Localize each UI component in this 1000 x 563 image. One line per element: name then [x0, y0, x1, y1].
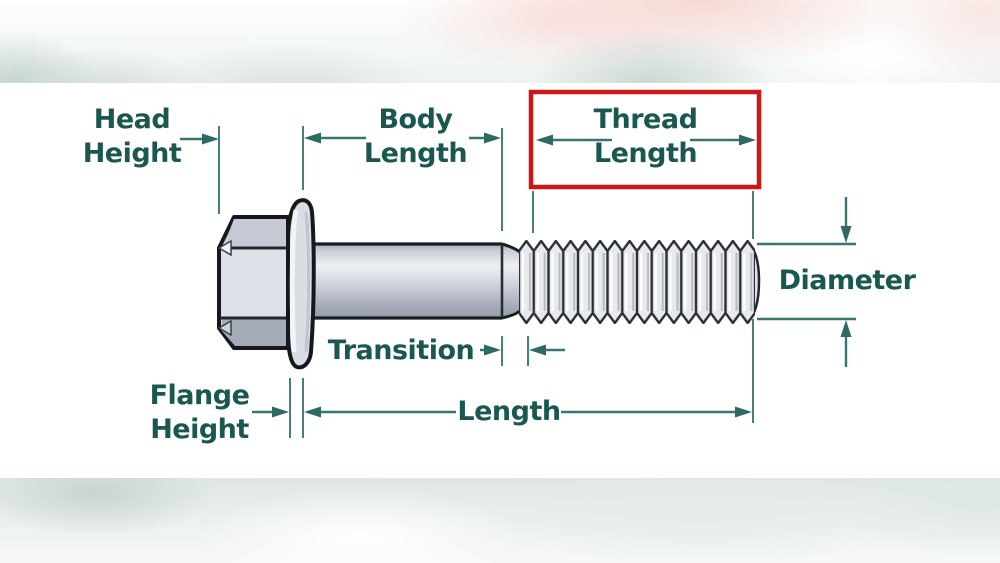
bolt-transition-zone	[500, 242, 523, 320]
head-height-line2: Height	[82, 138, 182, 169]
transition-label: Transition	[327, 335, 475, 366]
top-blur-banner	[0, 0, 1000, 83]
thread-length-label: Thread Length	[568, 103, 723, 171]
dimension-lines	[180, 136, 856, 414]
bolt-threads	[519, 240, 755, 324]
thread-length-highlight-box	[528, 89, 762, 190]
extension-lines	[218, 126, 754, 438]
body-length-label: Body Length	[338, 103, 493, 171]
body-length-line1: Body	[378, 104, 453, 135]
thread-length-line1: Thread	[593, 104, 698, 135]
bolt-hex-head	[217, 215, 290, 350]
flange-height-line1: Flange	[149, 380, 250, 411]
flange-height-label: Flange Height	[122, 379, 277, 447]
body-length-line2: Length	[363, 138, 468, 169]
head-height-line1: Head	[93, 104, 171, 135]
diameter-leader-lines	[757, 197, 856, 367]
bolt-body	[306, 242, 502, 320]
bolt-illustration	[217, 215, 761, 350]
diameter-label: Diameter	[778, 265, 916, 296]
thread-length-line2: Length	[593, 138, 698, 169]
dimension-arrowheads	[202, 132, 852, 418]
bottom-blur-banner	[0, 478, 1000, 563]
flange-height-line2: Height	[150, 414, 249, 445]
length-label: Length	[457, 396, 561, 427]
head-height-label: Head Height	[52, 103, 212, 171]
